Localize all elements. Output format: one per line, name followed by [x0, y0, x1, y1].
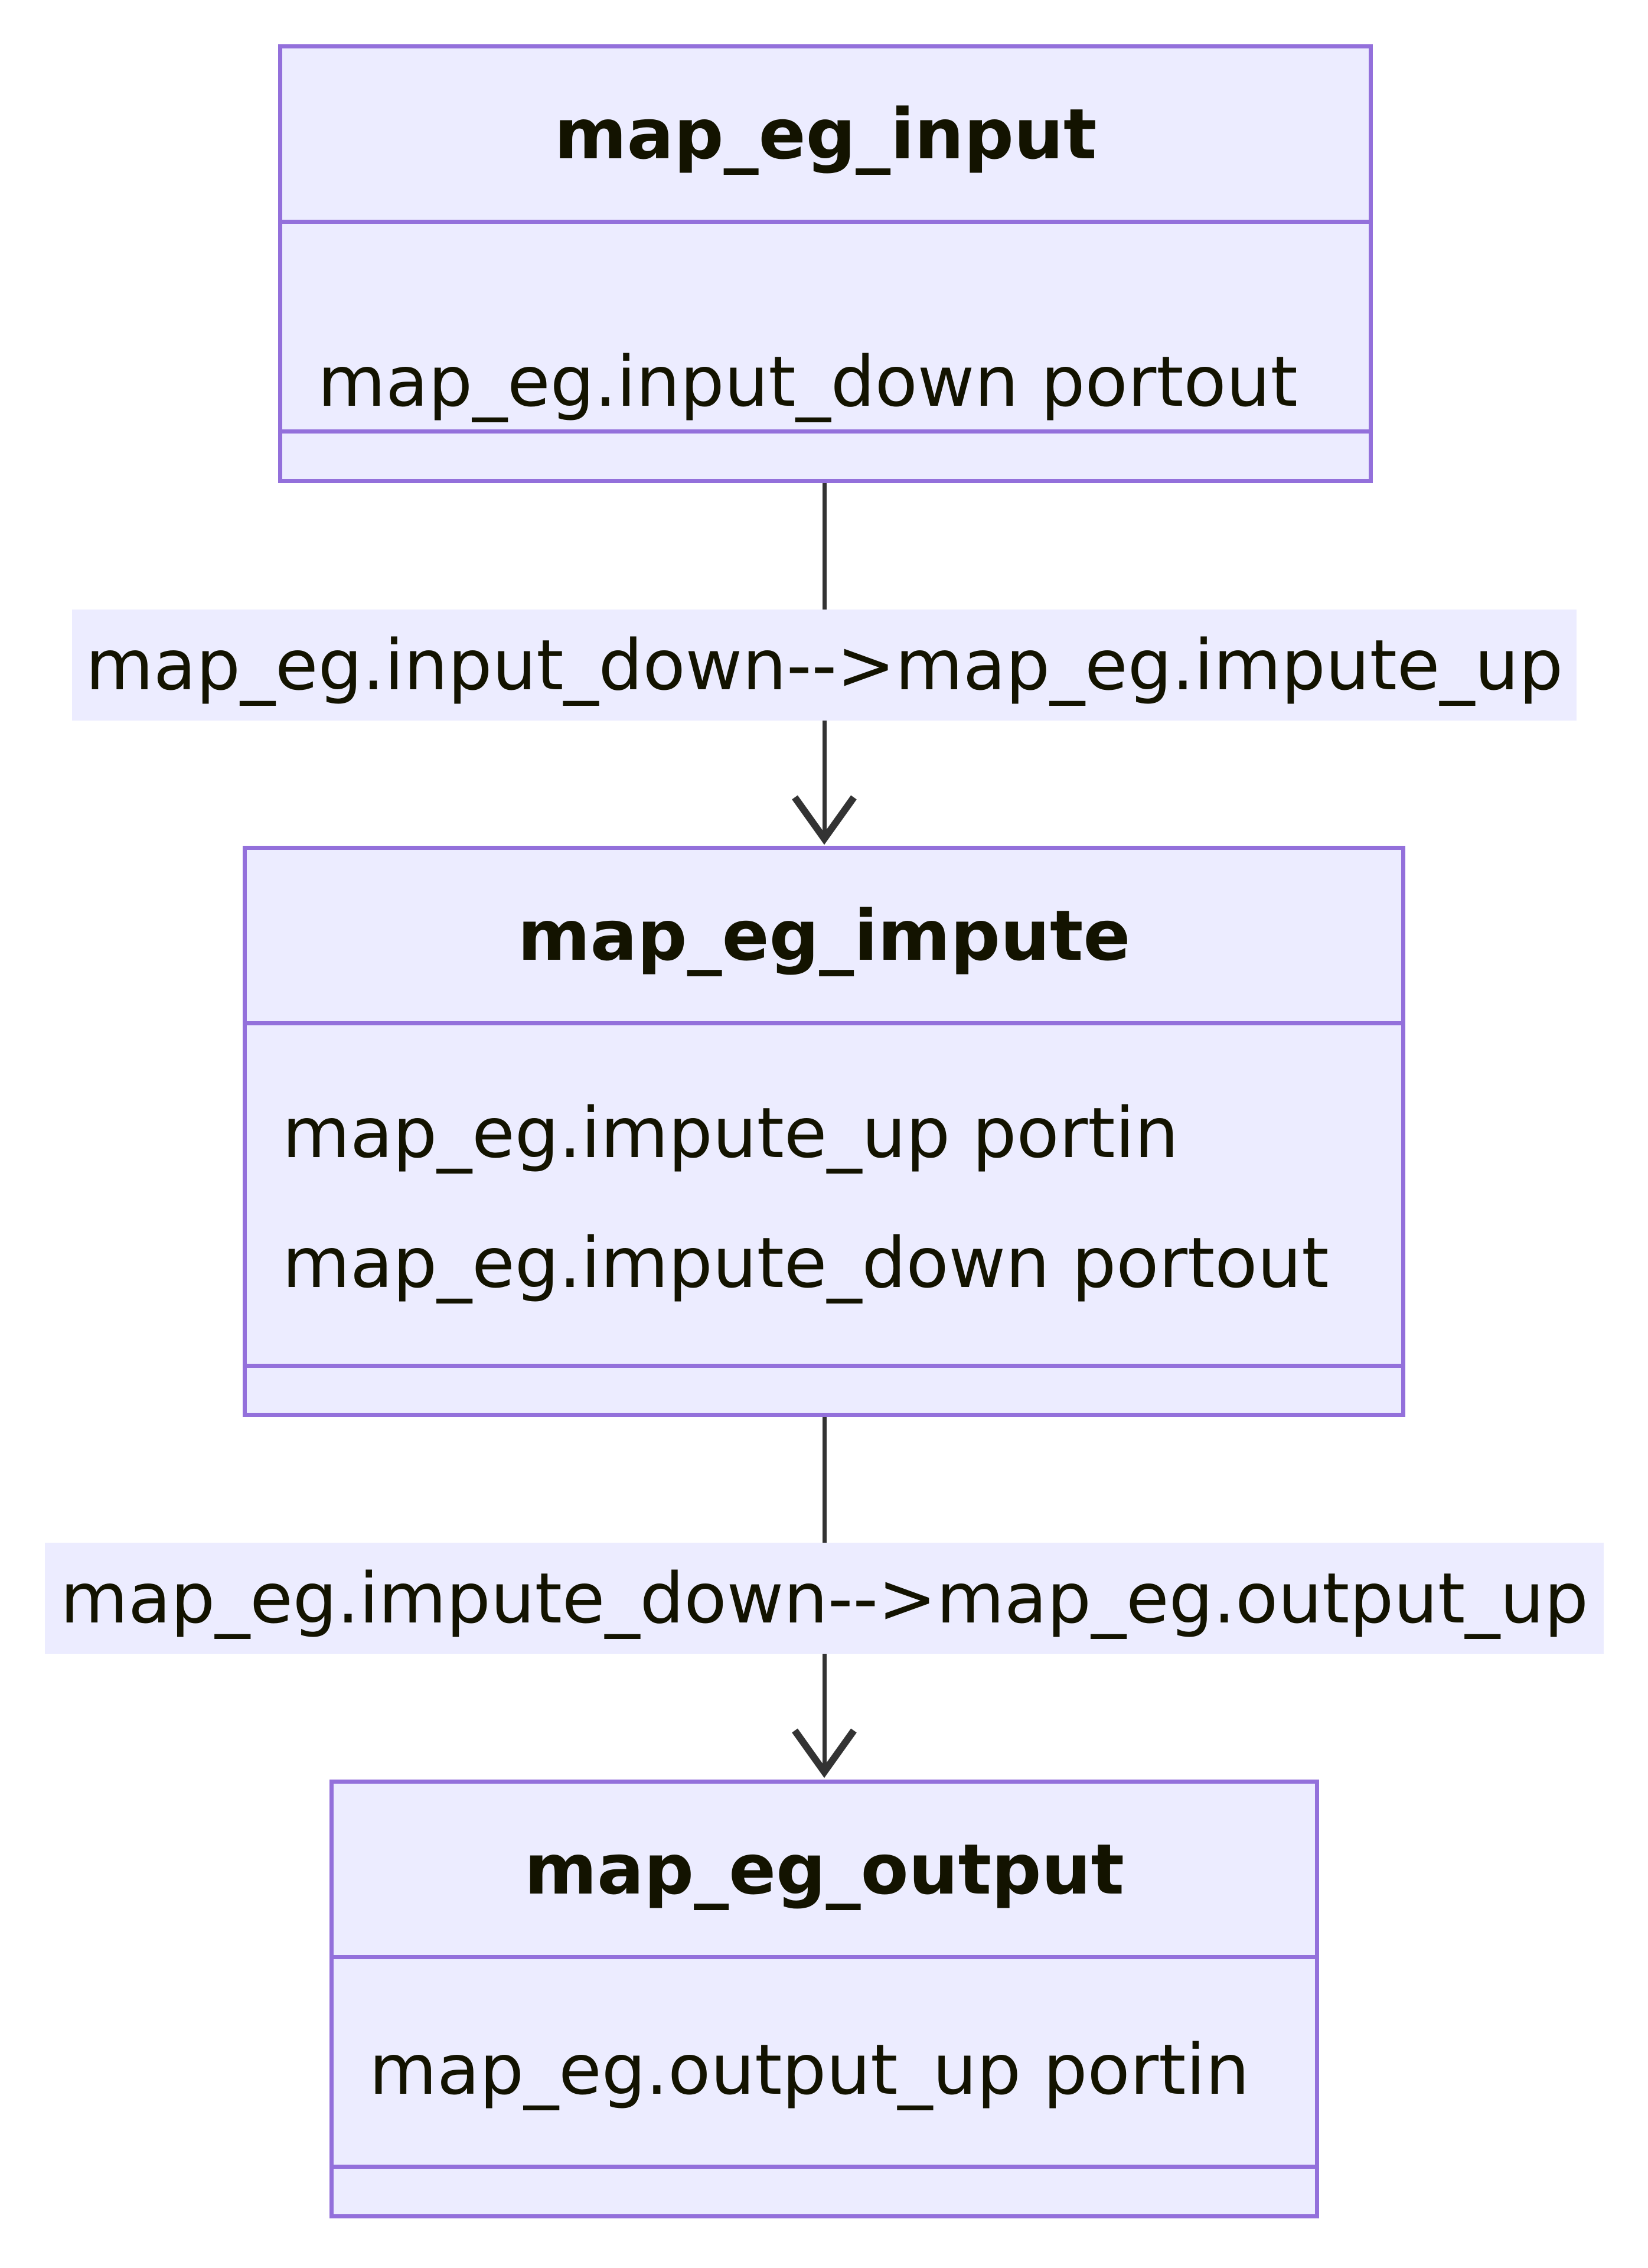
- class-divider: [247, 1364, 1401, 1368]
- class-node-map-eg-impute[interactable]: map_eg_impute map_eg.impute_up portin ma…: [243, 846, 1405, 1417]
- class-divider: [334, 2165, 1315, 2169]
- edge-label: map_eg.impute_down-->map_eg.output_up: [45, 1543, 1604, 1654]
- class-title: map_eg_output: [524, 1829, 1124, 1910]
- class-node-map-eg-input[interactable]: map_eg_input map_eg.input_down portout: [278, 44, 1373, 483]
- class-member: map_eg.impute_up portin: [282, 1092, 1179, 1174]
- class-divider: [247, 1021, 1401, 1025]
- edge-label: map_eg.input_down-->map_eg.impute_up: [72, 610, 1577, 721]
- class-divider: [334, 1955, 1315, 1959]
- class-member: map_eg.input_down portout: [318, 341, 1298, 422]
- class-member: map_eg.impute_down portout: [282, 1222, 1329, 1304]
- class-title: map_eg_impute: [517, 895, 1131, 976]
- arrow-head-icon: [792, 1728, 857, 1778]
- class-member: map_eg.output_up portin: [369, 2029, 1250, 2110]
- class-title: map_eg_input: [554, 93, 1097, 175]
- class-divider: [282, 220, 1369, 224]
- arrow-head-icon: [792, 795, 857, 845]
- class-divider: [282, 429, 1369, 434]
- class-node-map-eg-output[interactable]: map_eg_output map_eg.output_up portin: [329, 1780, 1319, 2218]
